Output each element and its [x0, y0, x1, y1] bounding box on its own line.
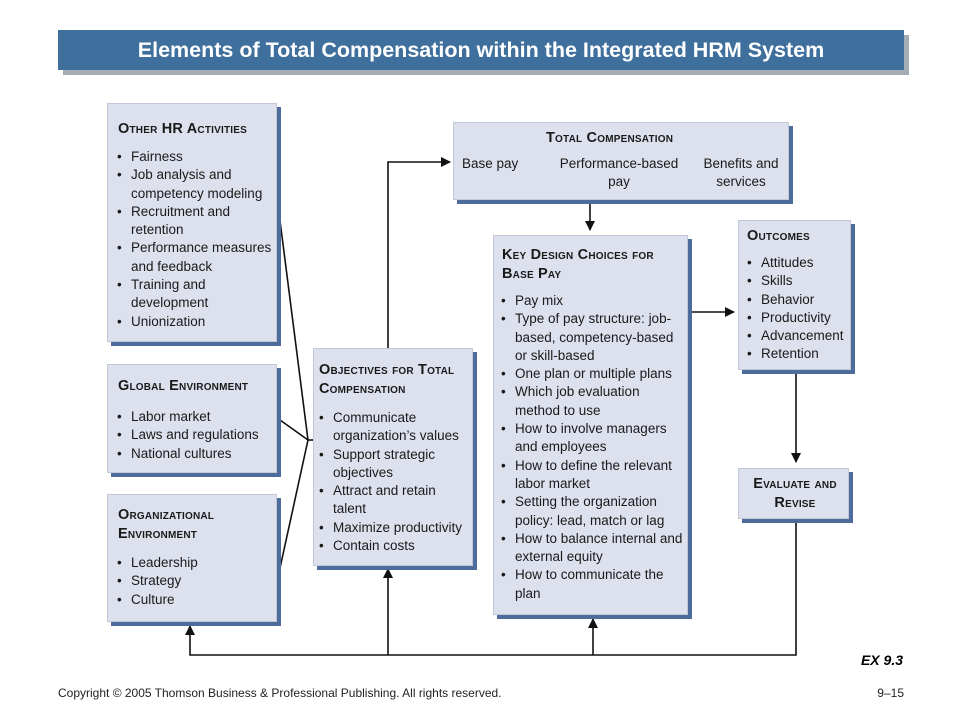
exhibit-label: EX 9.3: [860, 652, 903, 668]
list-item: Leadership: [117, 554, 273, 573]
list-item: Training and development: [117, 276, 273, 313]
list-item: Setting the organization policy: lead, m…: [501, 493, 685, 530]
list-item: Strategy: [117, 572, 273, 591]
list-item: Fairness: [117, 148, 273, 167]
evaluate-revise-title: Evaluate and Revise: [753, 476, 837, 511]
list-item: Type of pay structure: job-based, compet…: [501, 310, 685, 365]
page-number: 9–15: [877, 686, 904, 700]
total-compensation-box: Total Compensation Base pay Performance-…: [453, 122, 789, 200]
total-compensation-base-pay: Base pay: [462, 156, 519, 171]
other-hr-activities-list: Fairness Job analysis and competency mod…: [117, 148, 273, 331]
list-item: How to define the relevant labor market: [501, 457, 685, 494]
list-item: Behavior: [747, 291, 851, 310]
key-design-choices-title: Key Design Choices for Base Pay: [502, 247, 654, 282]
objectives-box: Objectives for Total Compensation Commun…: [313, 348, 473, 566]
global-environment-title: Global Environment: [118, 378, 249, 394]
outcomes-title: Outcomes: [747, 228, 810, 244]
title-bar: Elements of Total Compensation within th…: [58, 30, 904, 70]
list-item: Job analysis and competency modeling: [117, 166, 273, 203]
list-item: Communicate organization’s values: [319, 409, 471, 446]
list-item: Contain costs: [319, 537, 471, 556]
list-item: How to involve managers and employees: [501, 420, 685, 457]
evaluate-revise-box: Evaluate and Revise: [738, 468, 849, 519]
list-item: Performance measures and feedback: [117, 239, 273, 276]
total-compensation-title: Total Compensation: [546, 130, 674, 146]
list-item: Unionization: [117, 313, 273, 332]
list-item: Laws and regulations: [117, 426, 273, 445]
other-hr-activities-title: Other HR Activities: [118, 121, 248, 137]
total-compensation-performance-pay: Performance-based pay: [559, 156, 679, 189]
total-compensation-benefits: Benefits and services: [703, 156, 779, 189]
list-item: How to communicate the plan: [501, 566, 685, 603]
outcomes-box: Outcomes Attitudes Skills Behavior Produ…: [738, 220, 851, 370]
list-item: Retention: [747, 345, 851, 364]
key-design-choices-list: Pay mix Type of pay structure: job-based…: [501, 292, 685, 603]
list-item: National cultures: [117, 445, 273, 464]
list-item: Skills: [747, 272, 851, 291]
global-environment-list: Labor market Laws and regulations Nation…: [117, 408, 273, 463]
list-item: Which job evaluation method to use: [501, 383, 685, 420]
list-item: Labor market: [117, 408, 273, 427]
list-item: Maximize productivity: [319, 519, 471, 538]
list-item: Pay mix: [501, 292, 685, 311]
key-design-choices-box: Key Design Choices for Base Pay Pay mix …: [493, 235, 688, 615]
list-item: Culture: [117, 591, 273, 610]
list-item: Recruitment and retention: [117, 203, 273, 240]
organizational-environment-title: Organizational Environment: [118, 507, 215, 542]
list-item: Attract and retain talent: [319, 482, 471, 519]
other-hr-activities-box: Other HR Activities Fairness Job analysi…: [107, 103, 277, 342]
list-item: Productivity: [747, 309, 851, 328]
list-item: Support strategic objectives: [319, 446, 471, 483]
slide-title: Elements of Total Compensation within th…: [137, 38, 825, 62]
organizational-environment-list: Leadership Strategy Culture: [117, 554, 273, 609]
global-environment-box: Global Environment Labor market Laws and…: [107, 364, 277, 473]
list-item: Attitudes: [747, 254, 851, 273]
list-item: Advancement: [747, 327, 851, 346]
outcomes-list: Attitudes Skills Behavior Productivity A…: [747, 254, 851, 364]
copyright-notice: Copyright © 2005 Thomson Business & Prof…: [58, 686, 502, 700]
list-item: One plan or multiple plans: [501, 365, 685, 384]
objectives-title: Objectives for Total Compensation: [319, 362, 455, 397]
list-item: How to balance internal and external equ…: [501, 530, 685, 567]
objectives-list: Communicate organization’s values Suppor…: [319, 409, 471, 556]
organizational-environment-box: Organizational Environment Leadership St…: [107, 494, 277, 622]
